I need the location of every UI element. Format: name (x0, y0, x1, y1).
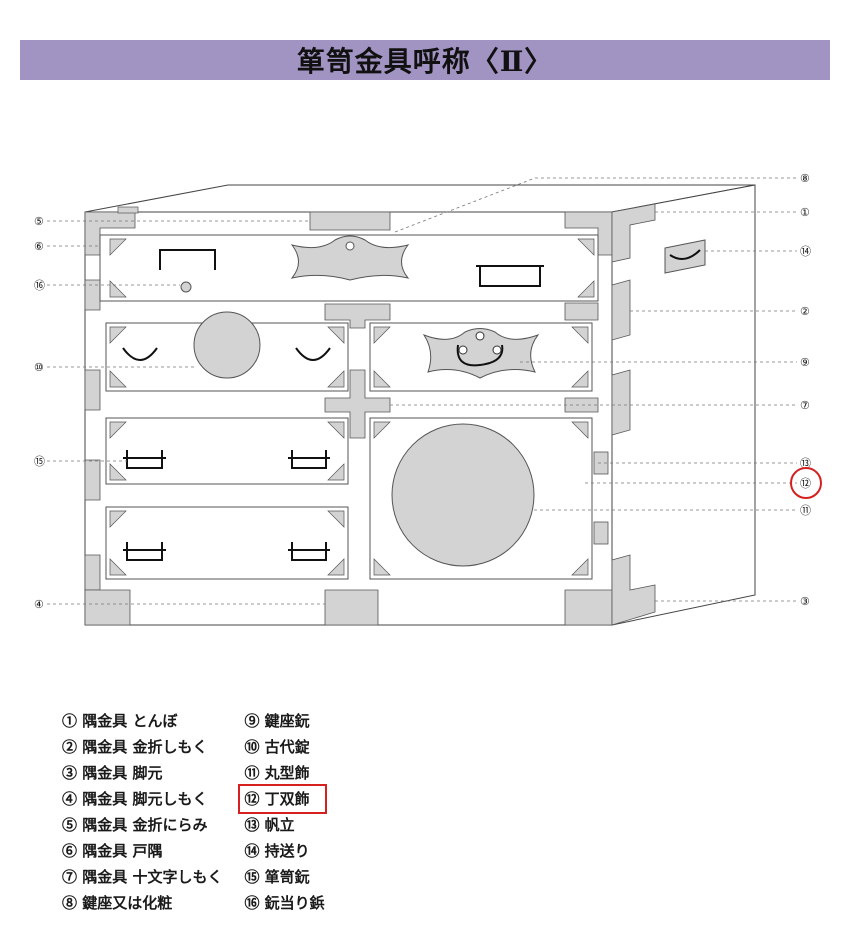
fitting-left-1 (84, 279, 101, 311)
legend-item: ⑨ 鍵座鈨 (244, 712, 310, 730)
callout-13: ⑬ (800, 457, 811, 470)
handle-mid-left-a (122, 347, 158, 361)
callout-5: ⑤ (34, 215, 44, 228)
fitting-tonbo-top (611, 203, 656, 263)
round-ornament (391, 423, 535, 567)
callout-14: ⑭ (800, 245, 811, 258)
callout-16: ⑯ (34, 279, 45, 292)
legend-item: ⑩ 古代錠 (244, 738, 310, 756)
legend-item: ④ 隅金具 脚元しもく (62, 790, 208, 808)
legend-column-left: ① 隅金具 とんぼ ② 隅金具 金折しもく ③ 隅金具 脚元 ④ 隅金具 脚元し… (62, 708, 222, 916)
legend-item: ⑬ 帆立 (244, 816, 295, 834)
fitting-shimoku-top (324, 303, 391, 329)
fitting-left-3 (84, 459, 101, 501)
callout-9: ⑨ (800, 356, 810, 369)
mochiokuri-plate (664, 239, 706, 274)
handle-l3-b (288, 450, 330, 469)
callout-7: ⑦ (800, 399, 810, 412)
mochiokuri-handle (669, 249, 701, 260)
handle-top-right (476, 265, 544, 287)
drawer-left-4 (105, 506, 349, 580)
keyplate-ornament-top (290, 235, 410, 281)
legend-item: ⑮ 箪笥鈨 (244, 868, 310, 886)
legend-item: ⑥ 隅金具 戸隅 (62, 842, 163, 860)
legend-item: ⑪ 丸型飾 (244, 764, 310, 782)
fitting-chousou-4 (593, 521, 609, 545)
callout-12: ⑫ (800, 477, 811, 490)
legend-item: ① 隅金具 とんぼ (62, 712, 178, 730)
keyplate-handle-ring (456, 344, 504, 367)
callout-3: ③ (800, 595, 810, 608)
drawer-left-3 (105, 417, 349, 485)
callout-10: ⑩ (34, 361, 44, 374)
callout-1: ① (800, 206, 810, 219)
legend-item: ⑧ 鍵座又は化粧 (62, 894, 173, 912)
callout-8: ⑧ (800, 172, 810, 185)
callout-11: ⑪ (800, 504, 811, 517)
legend-item-highlighted: ⑫ 丁双飾 (238, 784, 327, 814)
pull-tack (180, 281, 192, 293)
fitting-ashimoto-side (611, 554, 656, 626)
fitting-side-kanaori-1 (611, 279, 631, 341)
highlight-circle (790, 467, 822, 499)
legend-item: ③ 隅金具 脚元 (62, 764, 163, 782)
fitting-nirami-top (309, 211, 391, 231)
handle-mid-left-b (295, 347, 331, 361)
legend-item: ⑦ 隅金具 十文字しもく (62, 868, 223, 886)
fitting-right-2 (564, 397, 599, 413)
callout-2: ② (800, 305, 810, 318)
handle-l3-a (123, 450, 166, 469)
fitting-side-kanaori-2 (611, 369, 631, 436)
callout-15: ⑮ (34, 455, 45, 468)
fitting-right-1 (564, 302, 599, 321)
keyplate-handle-ornament (422, 328, 540, 379)
kodai-lock (193, 311, 261, 379)
fitting-bottomleft (84, 589, 131, 626)
callout-6: ⑥ (34, 240, 44, 253)
page-title: 箪笥金具呼称〈Ⅱ〉 (296, 45, 554, 78)
legend-column-right: ⑨ 鍵座鈨 ⑩ 古代錠 ⑪ 丸型飾 ⑫ 丁双飾 ⑬ 帆立 ⑭ 持送り ⑮ 箪笥鈨… (238, 708, 327, 916)
title-bar: 箪笥金具呼称〈Ⅱ〉 (20, 40, 830, 80)
handle-top-left (159, 249, 216, 270)
tansu-diagram: ⑤ ⑥ ⑯ ⑩ ⑮ ④ ⑧ ① ⑭ ② ⑨ ⑦ ⑬ ⑫ ⑪ ③ (34, 172, 822, 626)
legend: ① 隅金具 とんぼ ② 隅金具 金折しもく ③ 隅金具 脚元 ④ 隅金具 脚元し… (62, 708, 327, 916)
fitting-left-2 (84, 369, 101, 411)
legend-item: ⑭ 持送り (244, 842, 310, 860)
fitting-bottommid (324, 589, 379, 626)
fitting-bottomright (564, 589, 613, 626)
top-tab (117, 206, 139, 214)
legend-item: ⑯ 鈨当り鋲 (244, 894, 325, 912)
handle-l4-a (123, 542, 166, 561)
fitting-jumonji (324, 369, 391, 439)
handle-l4-b (288, 542, 330, 561)
keyhole-top (345, 241, 355, 251)
legend-item: ⑤ 隅金具 金折にらみ (62, 816, 208, 834)
callout-4: ④ (34, 598, 44, 611)
legend-item: ② 隅金具 金折しもく (62, 738, 208, 756)
fitting-left-4 (84, 554, 101, 591)
